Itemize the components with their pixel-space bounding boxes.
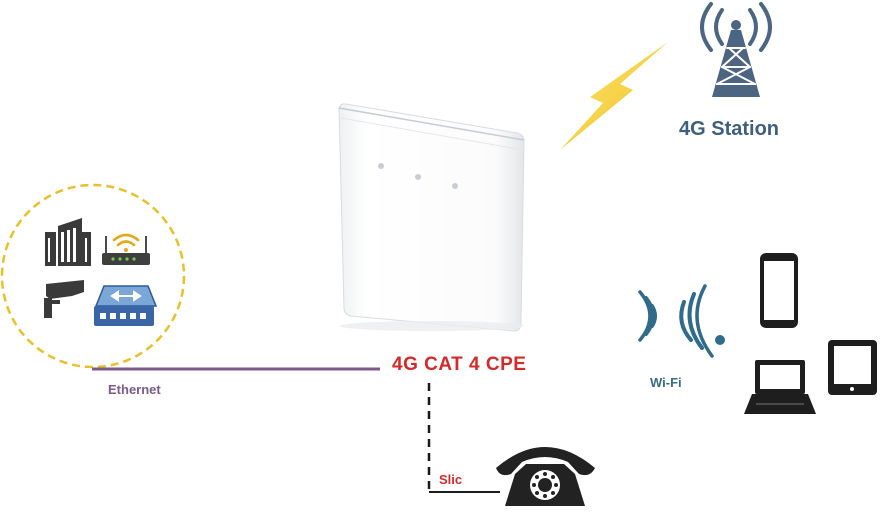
tablet-icon — [828, 340, 877, 395]
devices-group-circle — [2, 185, 184, 367]
router-device — [339, 104, 524, 331]
laptop-icon — [744, 360, 816, 414]
ethernet-label: Ethernet — [108, 382, 161, 397]
building-icon — [45, 218, 91, 266]
network-switch-icon — [94, 286, 156, 326]
wifi-label: Wi-Fi — [650, 375, 682, 390]
station-label: 4G Station — [679, 118, 779, 141]
cctv-camera-icon — [44, 280, 84, 318]
lightning-icon — [560, 42, 668, 150]
cell-tower-icon — [702, 4, 770, 97]
smartphone-icon — [760, 253, 798, 328]
wifi-signal-icon — [640, 286, 725, 356]
wifi-router-icon — [102, 235, 150, 265]
slic-label: Slic — [439, 472, 462, 487]
telephone-icon — [496, 447, 595, 506]
cpe-label: 4G CAT 4 CPE — [392, 354, 526, 376]
